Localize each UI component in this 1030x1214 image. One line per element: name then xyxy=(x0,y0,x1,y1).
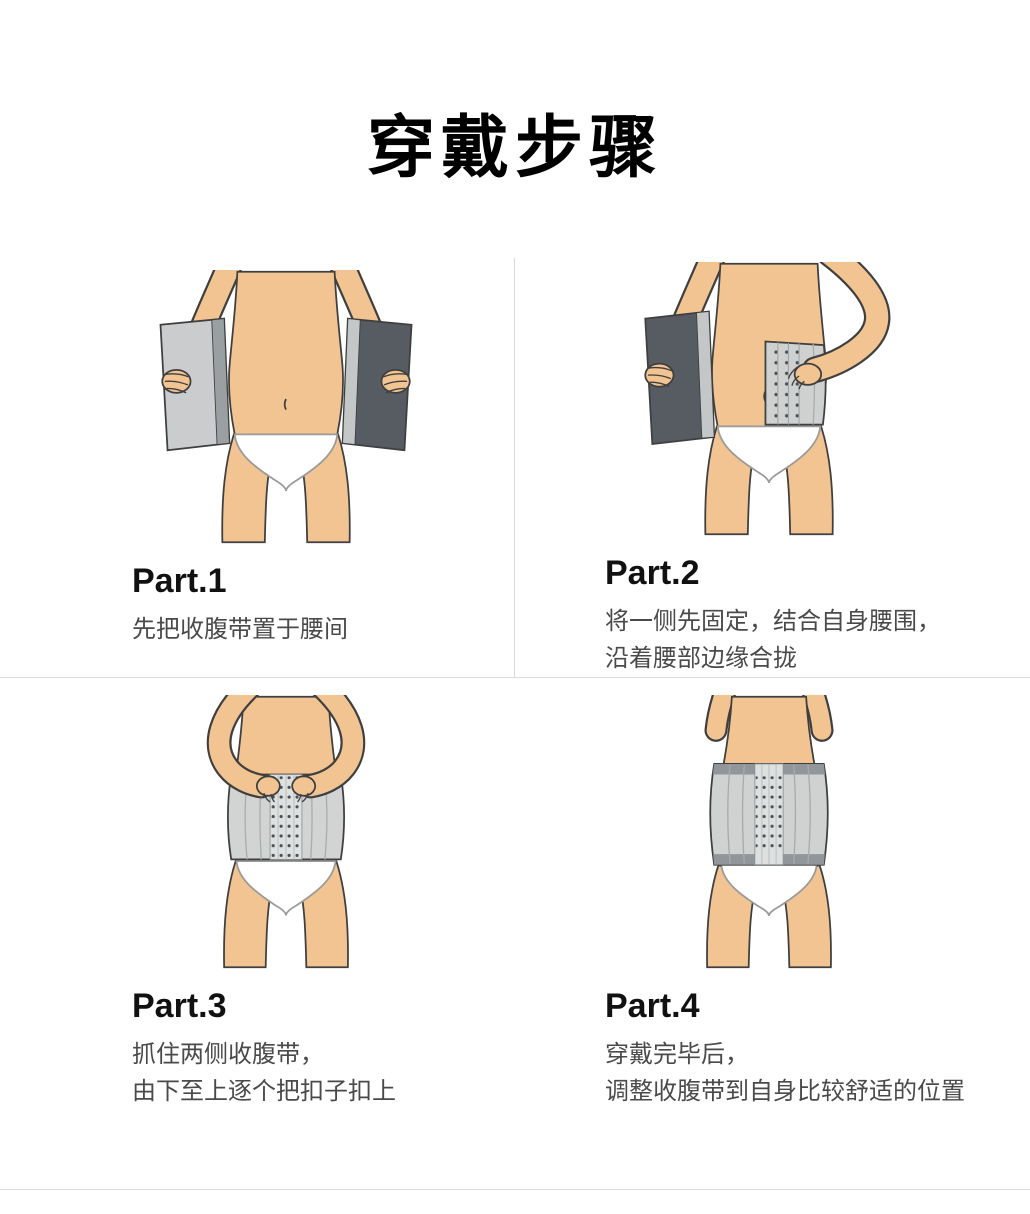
underwear xyxy=(719,863,818,917)
left-arm xyxy=(206,695,281,803)
step-text-3: Part.3 抓住两侧收腹带， 由下至上逐个把扣子扣上 xyxy=(0,987,515,1110)
navel xyxy=(283,398,287,411)
divider-horizontal-bottom xyxy=(0,1189,1030,1190)
band-flap-left xyxy=(159,317,230,452)
hands xyxy=(160,368,411,394)
step-cell-2: Part.2 将一侧先固定，结合自身腰围， 沿着腰部边缘合拢 xyxy=(515,252,1030,677)
right-arm xyxy=(290,695,365,803)
part-4-label: Part.4 xyxy=(605,987,700,1025)
step-text-2: Part.2 将一侧先固定，结合自身腰围， 沿着腰部边缘合拢 xyxy=(515,554,1030,677)
part-4-illustration xyxy=(703,695,834,969)
part-3-label: Part.3 xyxy=(132,987,227,1025)
waist-band xyxy=(708,763,829,866)
part-2-caption: 将一侧先固定，结合自身腰围， 沿着腰部边缘合拢 xyxy=(605,607,941,672)
part-1-label: Part.1 xyxy=(132,562,227,600)
figure-part-1 xyxy=(28,252,543,544)
boning-lines xyxy=(243,774,328,860)
step-text-4: Part.4 穿戴完毕后， 调整收腹带到自身比较舒适的位置 xyxy=(515,987,1030,1110)
band-flap-right xyxy=(341,317,412,452)
part-3-illustration xyxy=(206,695,365,969)
page-title: 穿戴步骤 xyxy=(366,110,663,186)
band-flap-left xyxy=(643,310,715,445)
steps-grid: Part.1 先把收腹带置于腰间 xyxy=(0,252,1030,1157)
step-cell-4: Part.4 穿戴完毕后， 调整收腹带到自身比较舒适的位置 xyxy=(515,677,1030,1157)
boning-lines xyxy=(726,764,811,864)
part-1-caption: 先把收腹带置于腰间 xyxy=(132,616,348,643)
divider-vertical xyxy=(514,258,515,677)
fingers xyxy=(787,366,805,390)
torso xyxy=(227,270,344,436)
part-2-label: Part.2 xyxy=(605,553,700,592)
step-cell-3: Part.3 抓住两侧收腹带， 由下至上逐个把扣子扣上 xyxy=(0,677,515,1157)
fingers xyxy=(262,792,275,803)
part-2-illustration xyxy=(643,261,890,535)
figure-part-3 xyxy=(28,677,543,969)
arm-stubs xyxy=(703,695,834,742)
part-3-caption: 抓住两侧收腹带， 由下至上逐个把扣子扣上 xyxy=(132,1041,396,1106)
step-cell-1: Part.1 先把收腹带置于腰间 xyxy=(0,252,515,677)
fingers xyxy=(296,792,309,803)
left-hand xyxy=(643,362,674,388)
figure-part-2 xyxy=(511,252,1026,536)
step-text-1: Part.1 先把收腹带置于腰间 xyxy=(0,562,515,648)
part-4-caption: 穿戴完毕后， 调整收腹带到自身比较舒适的位置 xyxy=(605,1041,965,1106)
underwear xyxy=(716,425,821,483)
hook-eye-panel xyxy=(766,344,803,423)
underwear xyxy=(233,433,338,492)
underwear xyxy=(235,860,336,916)
part-1-illustration xyxy=(159,270,412,544)
figure-part-4 xyxy=(511,677,1026,969)
divider-horizontal-middle xyxy=(0,677,1030,678)
right-arm-bent xyxy=(787,261,890,390)
